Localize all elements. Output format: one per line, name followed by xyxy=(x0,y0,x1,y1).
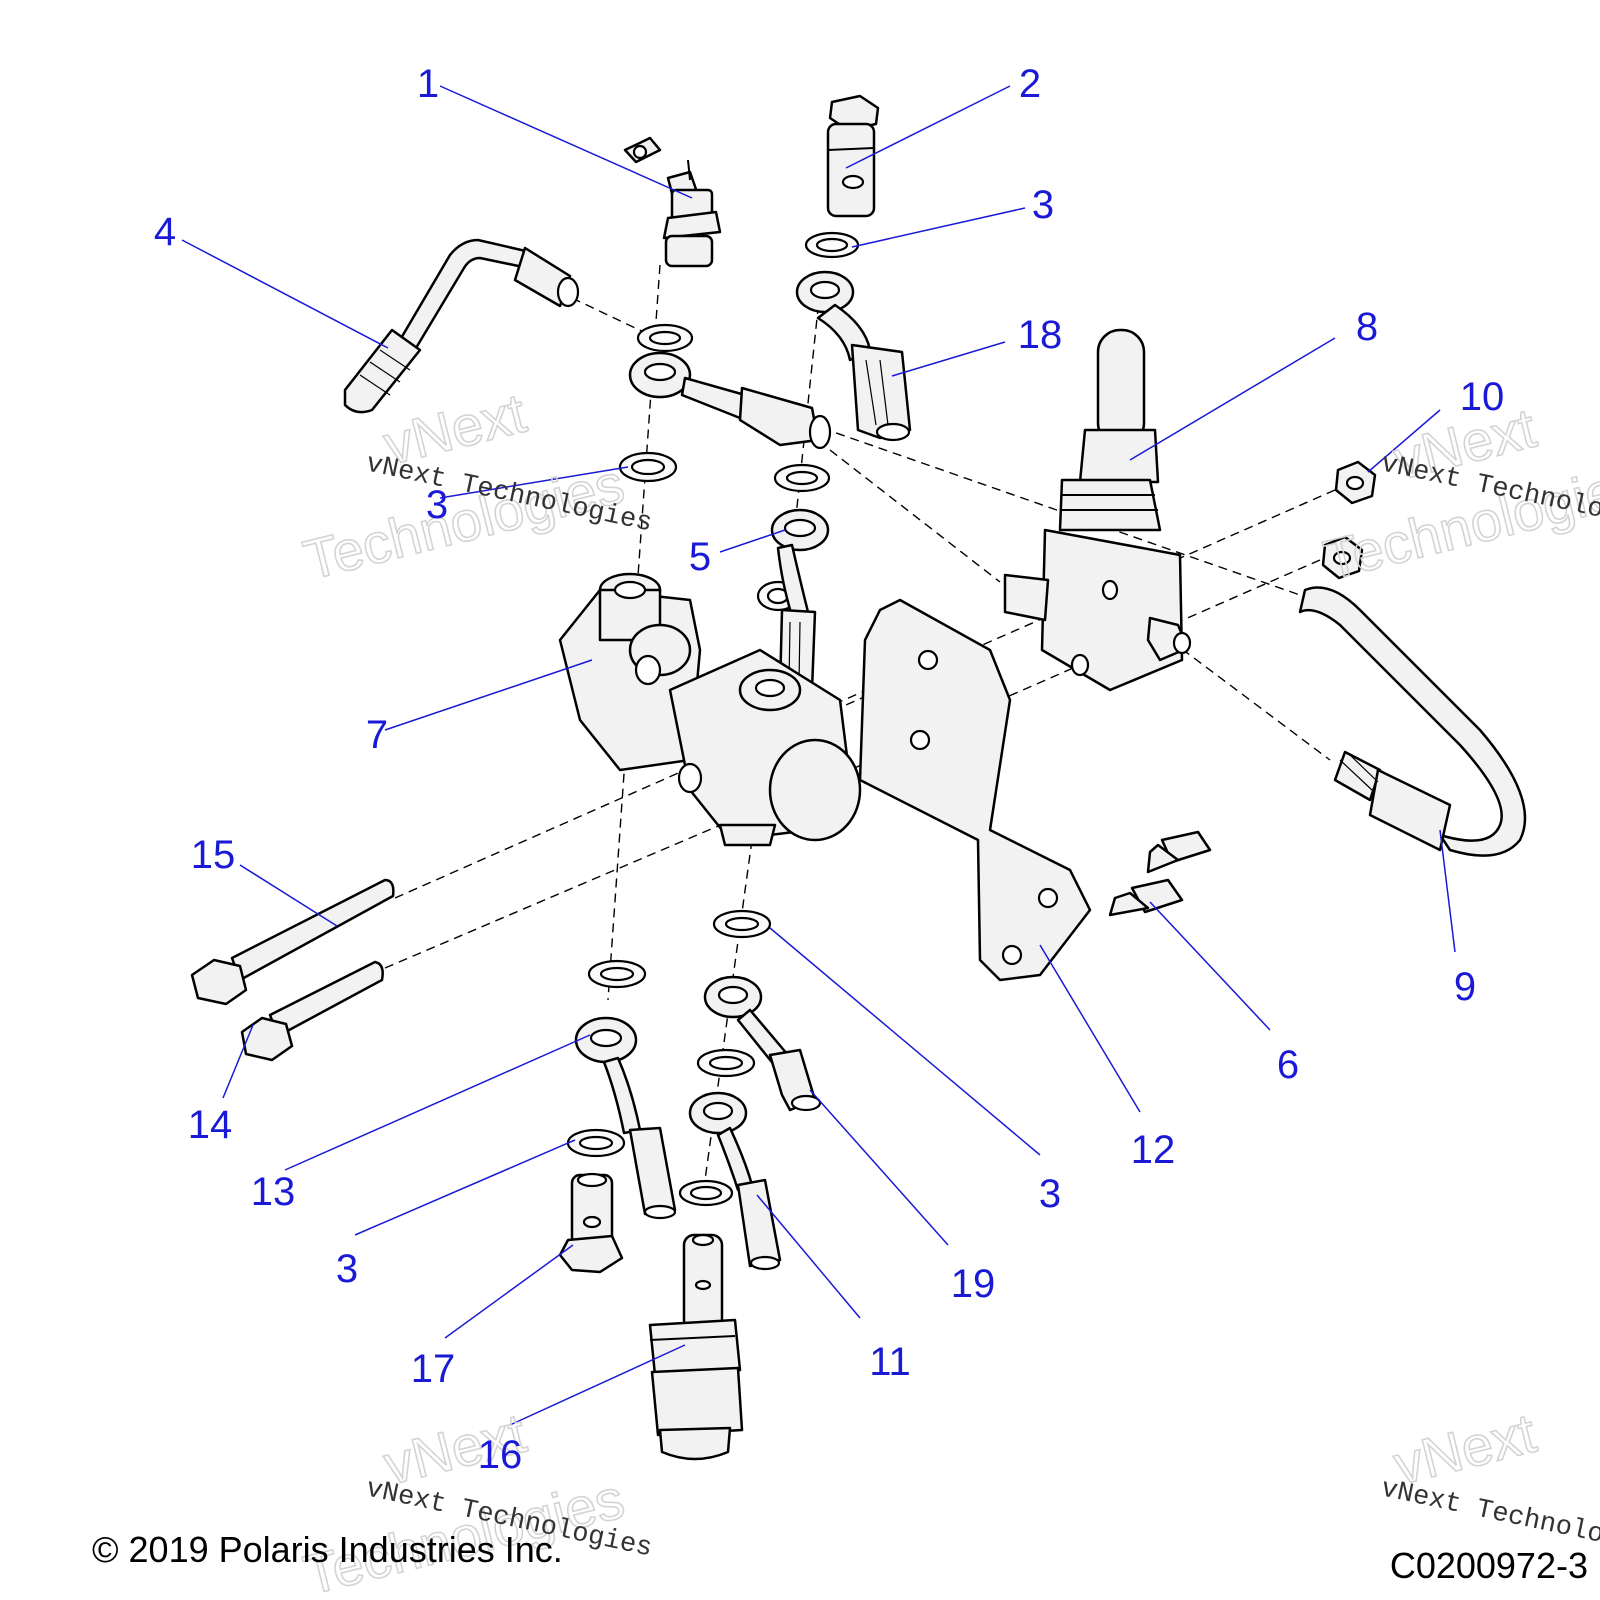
banjo-hose-19 xyxy=(703,975,822,1112)
screws-6 xyxy=(1108,830,1212,917)
pressure-switch-8 xyxy=(1003,328,1192,692)
callout-11: 11 xyxy=(869,1340,911,1384)
crush-washers xyxy=(566,231,860,1207)
nuts-10 xyxy=(1321,460,1377,580)
copyright-text: © 2019 Polaris Industries Inc. xyxy=(92,1529,563,1570)
callout-1: 1 xyxy=(417,62,439,106)
callout-13: 13 xyxy=(251,1170,296,1214)
callout-6: 6 xyxy=(1277,1043,1299,1087)
banjo-hose-center xyxy=(628,351,832,450)
banjo-hose-11 xyxy=(688,1091,782,1271)
callout-numbers: 1 2 3 4 18 8 10 5 7 15 14 13 3 17 16 11 … xyxy=(154,62,1504,1477)
banjo-hose-5 xyxy=(770,508,830,692)
callout-16: 16 xyxy=(478,1433,523,1477)
callout-5: 5 xyxy=(689,535,711,579)
callout-10: 10 xyxy=(1460,375,1505,419)
banjo-bolt-bottom xyxy=(558,1172,624,1274)
drawing-number: C0200972-3 xyxy=(1390,1545,1588,1586)
banjo-hose-13 xyxy=(574,1016,677,1220)
brake-line-left xyxy=(343,238,580,414)
callout-4: 4 xyxy=(154,210,176,254)
callout-3-c: 3 xyxy=(1039,1172,1061,1216)
valve-body-7 xyxy=(558,572,862,847)
callout-3-b: 3 xyxy=(336,1247,358,1291)
watermark: vNext Technologies vNext Technologies vN… xyxy=(297,380,1600,1600)
callout-3-d: 3 xyxy=(426,483,448,527)
callout-9: 9 xyxy=(1454,965,1476,1009)
callout-19: 19 xyxy=(951,1262,996,1306)
brake-line-right xyxy=(1298,586,1527,857)
callout-15: 15 xyxy=(191,833,236,877)
banjo-bolt-top xyxy=(826,94,880,218)
bleeder-fitting xyxy=(623,136,722,268)
callout-2: 2 xyxy=(1019,62,1041,106)
adapter-fitting-16 xyxy=(648,1233,744,1461)
bolts-14-15 xyxy=(190,878,395,1062)
callout-8: 8 xyxy=(1356,305,1378,349)
callout-14: 14 xyxy=(188,1103,233,1147)
banjo-hose-18 xyxy=(795,270,912,442)
mounting-bracket-12 xyxy=(858,598,1092,982)
callout-17: 17 xyxy=(411,1347,456,1391)
callout-12: 12 xyxy=(1131,1128,1176,1172)
leader-lines xyxy=(181,85,1456,1426)
callout-3-a: 3 xyxy=(1032,183,1054,227)
callout-18: 18 xyxy=(1018,313,1063,357)
callout-7: 7 xyxy=(366,713,388,757)
